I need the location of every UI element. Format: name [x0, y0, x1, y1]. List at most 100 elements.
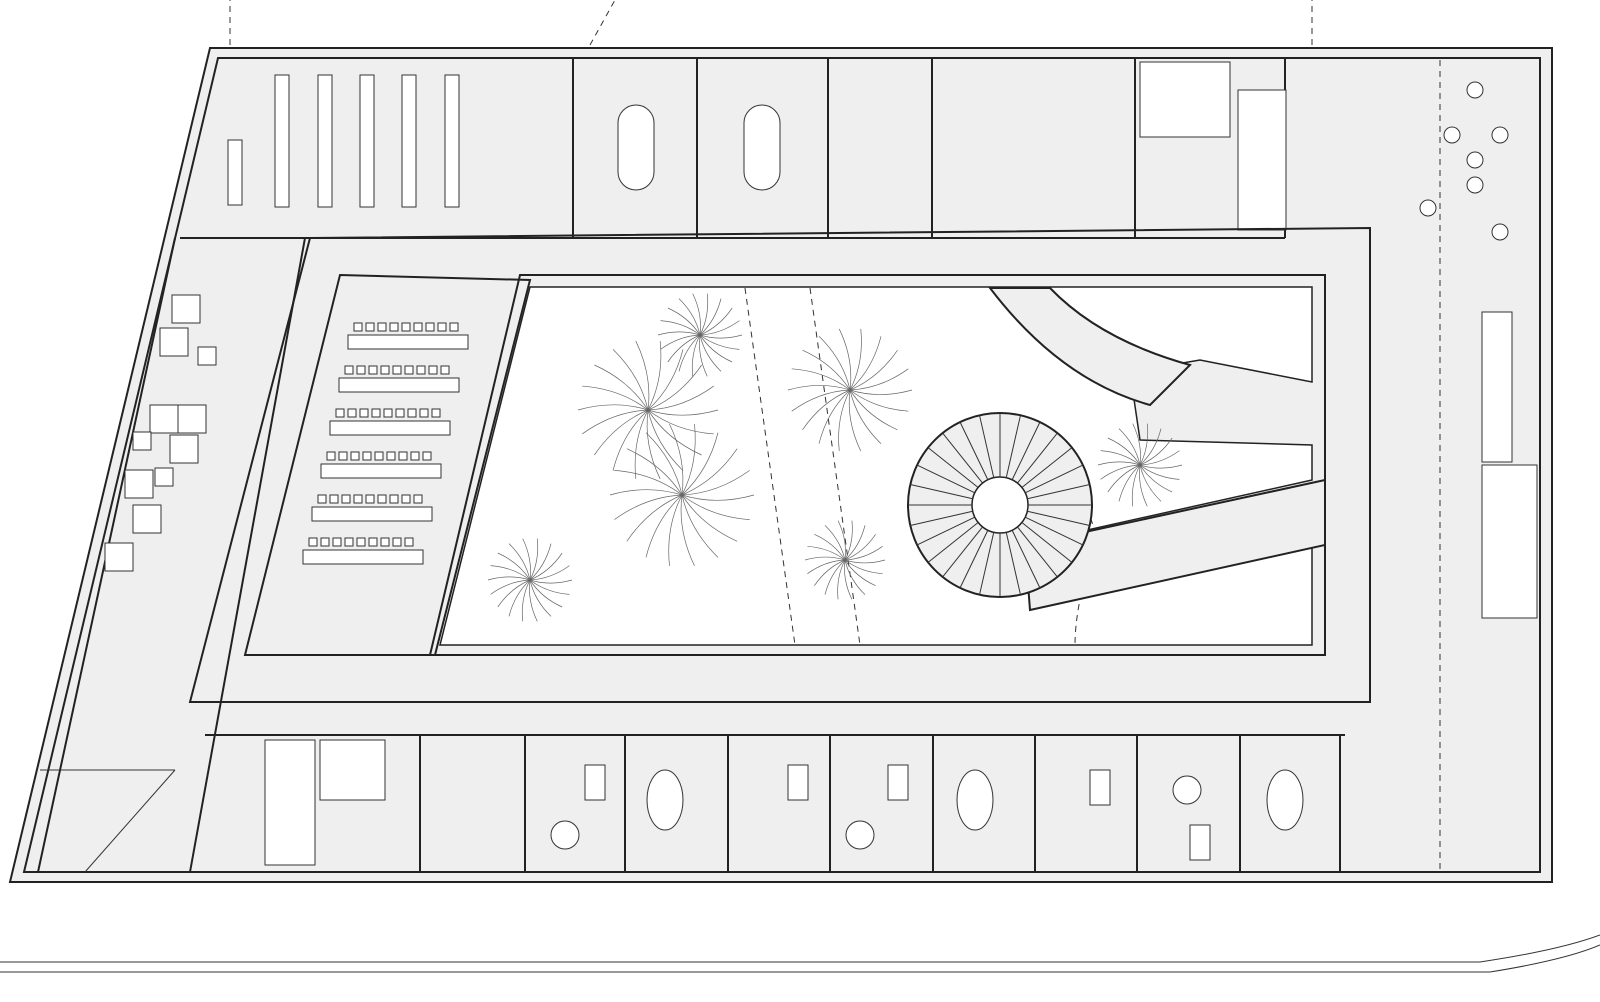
courtyard-trees: [487, 293, 1183, 622]
courtyard-path: [809, 287, 861, 646]
chair: [449, 322, 459, 332]
chair: [407, 408, 417, 418]
chair: [344, 537, 354, 547]
stair-core-bottom: [319, 739, 386, 801]
round-table: [550, 820, 580, 850]
meeting-table: [1266, 769, 1304, 831]
stair-tread: [1005, 415, 1021, 478]
cafe-table: [1419, 199, 1437, 217]
chair: [386, 451, 396, 461]
chair: [350, 451, 360, 461]
stair-tread: [916, 516, 975, 546]
stair-tread: [1027, 510, 1090, 526]
courtyard-border: [428, 274, 1326, 656]
chair: [308, 537, 318, 547]
chair: [419, 408, 429, 418]
chair: [374, 451, 384, 461]
display-box: [154, 467, 174, 487]
curved-bridge: [987, 287, 1192, 407]
chair: [413, 322, 423, 332]
chair: [404, 537, 414, 547]
chair: [395, 408, 405, 418]
desk: [1189, 824, 1211, 861]
display-box: [104, 542, 134, 572]
elevator-core-top: [1237, 89, 1287, 231]
courtyard: [439, 286, 1313, 646]
cafe-table: [1491, 223, 1509, 241]
chair: [398, 451, 408, 461]
chair: [389, 322, 399, 332]
cafe-table: [1491, 126, 1509, 144]
street-edge: [0, 0, 1600, 973]
chair: [416, 365, 426, 375]
round-table: [1172, 775, 1202, 805]
tree-icon: [804, 520, 886, 600]
desk-row: [444, 74, 460, 208]
chair: [380, 365, 390, 375]
tree-icon: [577, 340, 719, 480]
stair-tread: [959, 421, 989, 480]
stair-tread: [1011, 421, 1041, 480]
desk: [338, 377, 460, 393]
chair: [380, 537, 390, 547]
desk: [347, 334, 469, 350]
chair: [317, 494, 327, 504]
classroom-desks: [227, 74, 460, 208]
chair: [365, 494, 375, 504]
cafe-table: [1466, 151, 1484, 169]
chair: [371, 408, 381, 418]
chair: [425, 322, 435, 332]
display-box: [149, 404, 179, 434]
chair: [422, 451, 432, 461]
chair: [344, 365, 354, 375]
stair-tread: [979, 415, 995, 478]
stair-tread: [942, 526, 983, 578]
chair: [341, 494, 351, 504]
chair: [431, 408, 441, 418]
cafe-table: [1443, 126, 1461, 144]
display-box: [169, 434, 199, 464]
spiral-staircase: [907, 412, 1093, 598]
cafe-table: [1466, 176, 1484, 194]
stair-tread: [916, 464, 975, 494]
chair: [401, 322, 411, 332]
desk-row: [359, 74, 375, 208]
meeting-table: [956, 769, 994, 831]
reception-counter: [1481, 311, 1513, 463]
meeting-table: [617, 104, 655, 191]
stair-tread: [1017, 432, 1058, 484]
stair-tread: [1017, 526, 1058, 578]
chair: [353, 494, 363, 504]
chair: [356, 537, 366, 547]
chair: [428, 365, 438, 375]
desk: [1089, 769, 1111, 806]
desk: [302, 549, 424, 565]
tree-icon: [657, 293, 743, 377]
stair-tread: [1005, 532, 1021, 595]
chair: [401, 494, 411, 504]
chair: [356, 365, 366, 375]
tree-icon: [487, 538, 573, 622]
display-box: [159, 327, 189, 357]
chair: [440, 365, 450, 375]
stair-tread: [910, 484, 973, 500]
chair: [329, 494, 339, 504]
desk: [787, 764, 809, 801]
round-table: [845, 820, 875, 850]
chair: [413, 494, 423, 504]
left-wing: [37, 237, 306, 873]
chair: [365, 322, 375, 332]
stair-tread: [1021, 522, 1073, 563]
chair: [437, 322, 447, 332]
chair: [332, 537, 342, 547]
desk-row: [227, 139, 243, 206]
top-room-row: [180, 58, 1287, 239]
chair: [326, 451, 336, 461]
desk: [320, 463, 442, 479]
meeting-table: [743, 104, 781, 191]
chair: [383, 408, 393, 418]
stair-tread: [942, 432, 983, 484]
chair: [347, 408, 357, 418]
stair-tread: [1025, 464, 1084, 494]
